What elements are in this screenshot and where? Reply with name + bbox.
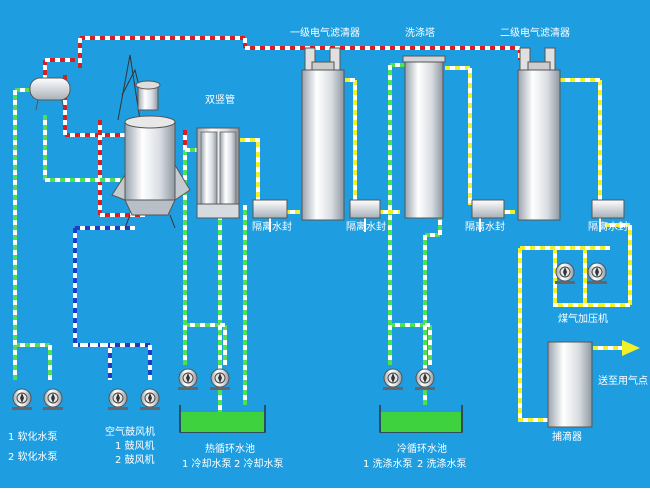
mist-catcher-label: 捕滴器: [552, 430, 582, 443]
double-tube: [196, 127, 240, 219]
cooling-pump-1-label: 1 冷却水泵: [182, 457, 232, 470]
cold-cycle-pool-label: 冷循环水池: [397, 442, 447, 455]
primary-filter-label: 一级电气滤清器: [290, 26, 360, 39]
softwater-pipe-w: [13, 88, 135, 380]
mist-catcher: [547, 341, 593, 428]
secondary-electric-filter: [517, 47, 561, 221]
to-gas-point-label: 送至用气点: [598, 374, 648, 387]
arrow-right-icon: [622, 340, 640, 356]
gas-pipe-3-w: [445, 66, 472, 205]
wash-water-pipe-w: [388, 63, 442, 405]
seal-label-4: 隔离水封: [588, 220, 628, 233]
gas-pipe-booster-w: [518, 223, 632, 422]
gas-pipe-2-w: [345, 78, 357, 205]
cooling-pump-2-label: 2 冷却水泵: [234, 457, 284, 470]
air-blower-label: 空气鼓风机: [105, 425, 155, 438]
hot-cycle-pool-label: 热循环水池: [205, 442, 255, 455]
softwater-pump-1-label: 1 软化水泵: [8, 430, 58, 443]
gas-booster-label: 煤气加压机: [558, 312, 608, 325]
softwater-drum: [29, 77, 71, 111]
seal-label-2: 隔离水封: [346, 220, 386, 233]
double-tube-label: 双竖管: [205, 93, 235, 106]
gas-pipe-4-w: [560, 78, 602, 205]
cooling-water-pipe-w: [183, 128, 247, 415]
gasifier: [111, 54, 191, 229]
seal-drains: [269, 218, 601, 232]
primary-electric-filter: [301, 47, 345, 221]
hot-cycle-pool: [179, 405, 266, 433]
blower-1-label: 1 鼓风机: [115, 439, 155, 452]
softwater-pump-2-label: 2 软化水泵: [8, 450, 58, 463]
hot-gas-pipe-left-w: [43, 58, 75, 95]
gas-pipe-1-w: [240, 138, 260, 200]
wash-pump-2-label: 2 洗涤水泵: [417, 457, 467, 470]
cold-cycle-pool: [379, 405, 463, 433]
secondary-filter-label: 二级电气滤清器: [500, 26, 570, 39]
wash-pump-1-label: 1 洗涤水泵: [363, 457, 413, 470]
water-seal-boxes: [252, 199, 625, 219]
washer-label: 洗涤塔: [405, 26, 435, 39]
seal-label-1: 隔离水封: [252, 220, 292, 233]
blower-2-label: 2 鼓风机: [115, 453, 155, 466]
washer-tower: [402, 55, 446, 219]
seal-label-3: 隔离水封: [465, 220, 505, 233]
